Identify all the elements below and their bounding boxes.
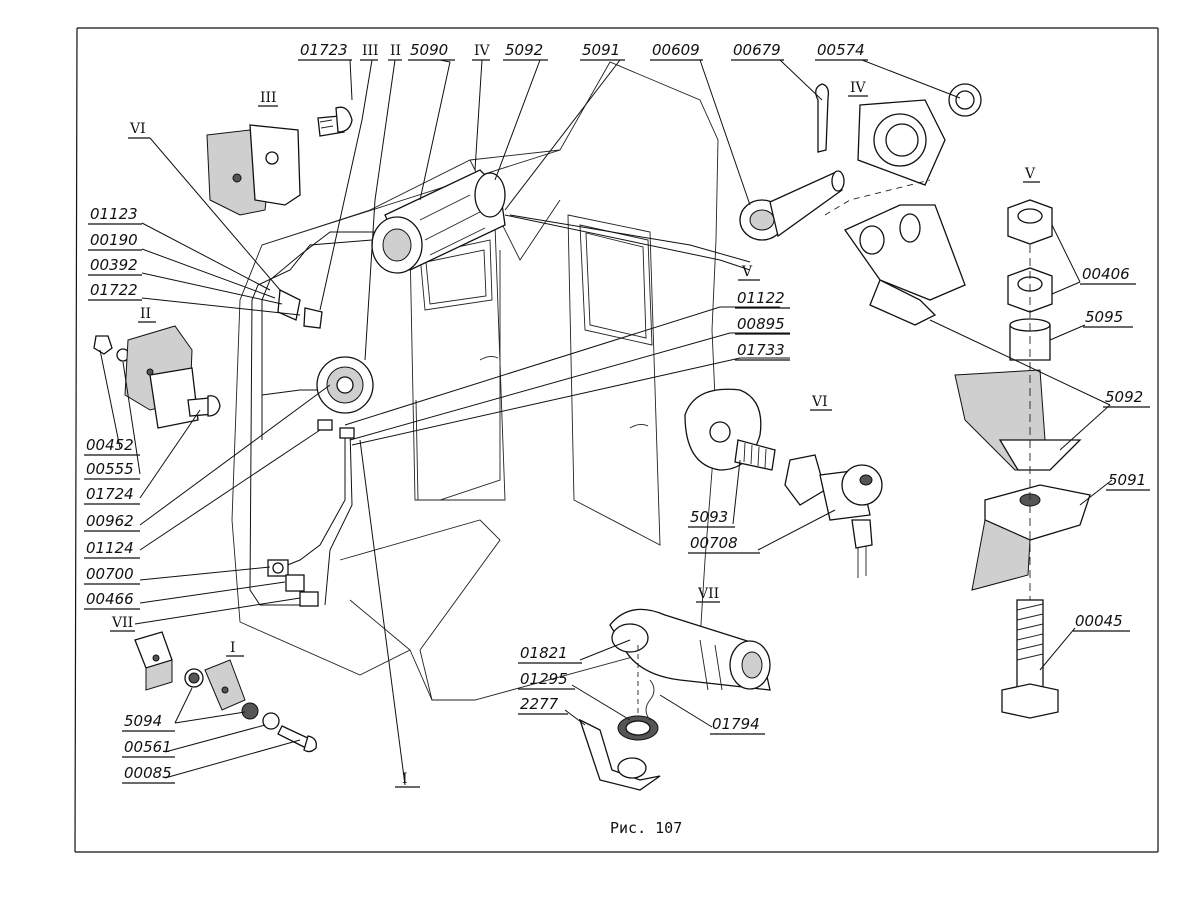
- roman-V-cab: V: [741, 264, 753, 280]
- detail-II: [93, 325, 221, 429]
- drawing-frame: [74, 27, 1159, 853]
- detail-V: [954, 199, 1091, 719]
- callout-01723: 01723: [300, 41, 348, 59]
- section-markers: III II IV III VI II IV V V VI VII VII I …: [110, 43, 1040, 788]
- roman-II-detail: II: [140, 306, 151, 322]
- callout-2277: 2277: [520, 695, 559, 713]
- callout-5092-top: 5092: [505, 41, 543, 59]
- roman-I-detail: I: [230, 640, 236, 656]
- roman-I-bottom: I: [402, 771, 408, 787]
- roman-IV-detail: IV: [850, 80, 867, 96]
- callout-01794: 01794: [712, 715, 760, 733]
- detail-IV: [739, 83, 982, 326]
- callout-01123: 01123: [90, 205, 138, 223]
- callout-5091-right: 5091: [1108, 471, 1146, 489]
- leader-lines: [99, 59, 1113, 786]
- callout-00190: 00190: [90, 231, 138, 249]
- roman-III-top: III: [362, 43, 379, 59]
- callout-5092-right: 5092: [1105, 388, 1143, 406]
- figure-caption: Рис. 107: [610, 819, 682, 837]
- pipe-routing: [249, 231, 375, 606]
- detail-I: [134, 631, 317, 753]
- callout-5093: 5093: [690, 508, 728, 526]
- lower-fittings: [267, 559, 319, 607]
- roman-V-detail: V: [1024, 166, 1036, 182]
- callout-00962: 00962: [86, 512, 134, 530]
- callout-00392: 00392: [90, 256, 138, 274]
- roman-II-top: II: [390, 43, 401, 59]
- roman-VII-detail: VII: [697, 586, 719, 602]
- callout-01733: 01733: [737, 341, 785, 359]
- detail-III: [206, 106, 353, 216]
- regulator-assembly: [277, 288, 374, 439]
- callout-5095: 5095: [1085, 308, 1123, 326]
- callout-00555: 00555: [86, 460, 134, 478]
- callout-5094: 5094: [124, 712, 162, 730]
- callout-00406: 00406: [1082, 265, 1130, 283]
- callout-00679: 00679: [733, 41, 781, 59]
- callout-5091-top: 5091: [582, 41, 620, 59]
- callout-01724: 01724: [86, 485, 134, 503]
- callout-00700: 00700: [86, 565, 134, 583]
- callout-00708: 00708: [690, 534, 738, 552]
- callout-00466: 00466: [86, 590, 134, 608]
- callout-00574: 00574: [817, 41, 865, 59]
- detail-VI: [684, 388, 883, 578]
- callout-00045: 00045: [1075, 612, 1123, 630]
- callout-00895: 00895: [737, 315, 785, 333]
- callout-00452: 00452: [86, 436, 134, 454]
- detail-VII: [578, 608, 771, 791]
- roman-VI-left: VI: [129, 121, 146, 137]
- callout-labels: 01723 5090 5092 5091 00609 00679 00574 0…: [84, 41, 1150, 784]
- roman-IV-top: IV: [474, 43, 491, 59]
- callout-01295: 01295: [520, 670, 568, 688]
- callout-01722: 01722: [90, 281, 138, 299]
- callout-01821: 01821: [520, 644, 568, 662]
- roman-VI-detail: VI: [811, 394, 828, 410]
- callout-00085: 00085: [124, 764, 172, 782]
- air-tank-5090: [371, 169, 506, 274]
- callout-5090: 5090: [410, 41, 448, 59]
- roman-VII-left: VII: [111, 615, 133, 631]
- callout-00609: 00609: [652, 41, 700, 59]
- callout-01122: 01122: [737, 289, 785, 307]
- roman-III-detail: III: [260, 90, 277, 106]
- callout-01124: 01124: [86, 539, 134, 557]
- callout-00561: 00561: [124, 738, 172, 756]
